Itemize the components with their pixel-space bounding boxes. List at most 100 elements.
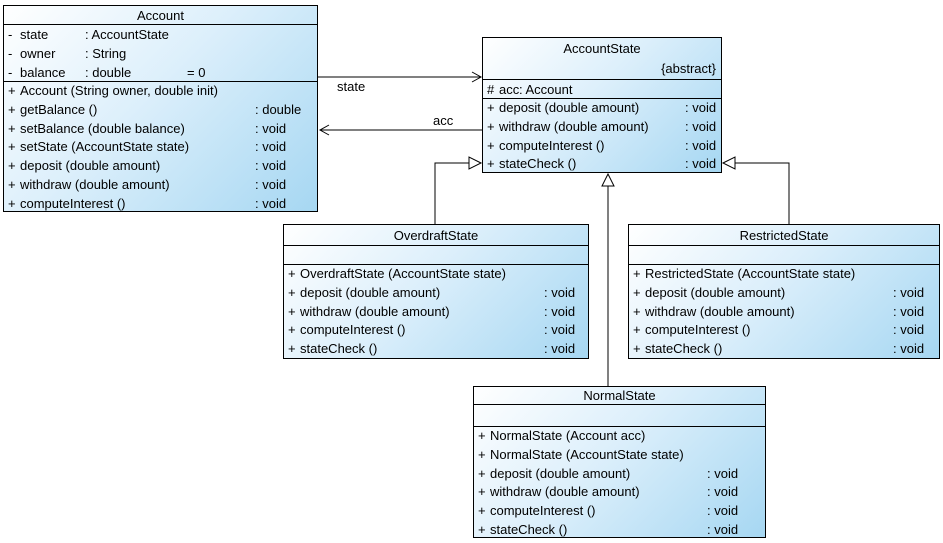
method-row: +stateCheck (): void [284,340,588,359]
attribute-name: balance [20,65,66,80]
method-row: +NormalState (AccountState state) [474,446,765,465]
method-row: +withdraw (double amount): void [629,303,939,322]
class-account-methods: +Account (String owner, double init) +ge… [4,82,317,213]
class-account-state[interactable]: AccountState {abstract} #acc: Account +d… [482,37,722,173]
attribute-default: = 0 [187,65,206,80]
association-label-acc[interactable]: acc [433,113,454,128]
class-account-attributes: -state: AccountState -owner: String -bal… [4,25,317,82]
class-restricted-state-title: RestrictedState [629,225,939,246]
method-row: +getBalance (): double [4,101,317,120]
visibility-marker: + [487,118,495,134]
class-normal-state-title: NormalState [474,387,765,405]
method-signature: getBalance () [20,101,98,117]
class-account[interactable]: Account -state: AccountState -owner: Str… [3,5,318,212]
method-row: +Account (String owner, double init) [4,82,317,101]
visibility-marker: + [478,503,486,518]
open-arrowhead-icon [471,71,483,83]
method-signature: computeInterest () [490,503,596,518]
method-row: +OverdraftState (AccountState state) [284,265,588,284]
class-account-state-title: AccountState {abstract} [483,38,721,80]
method-row: +deposit (double amount): void [629,284,939,303]
generalization-restricted-connector[interactable] [721,156,790,224]
method-row: +deposit (double amount): void [474,465,765,484]
association-label-state[interactable]: state [337,79,366,94]
method-signature: NormalState (Account acc) [490,428,646,443]
abstract-keyword: {abstract} [661,61,716,76]
method-row: +setState (AccountState state): void [4,138,317,157]
method-row: +setBalance (double balance): void [4,120,317,139]
method-row: +RestrictedState (AccountState state) [629,265,939,284]
attribute-name: acc [499,82,520,97]
method-signature: deposit (double amount) [300,284,441,300]
method-row: +deposit (double amount): void [483,99,721,118]
method-signature: RestrictedState (AccountState state) [645,266,856,281]
method-signature: computeInterest () [20,195,126,211]
method-row: +withdraw (double amount): void [4,176,317,195]
class-overdraft-state-attributes [284,246,588,265]
attribute-name: owner [20,46,56,61]
class-restricted-state[interactable]: RestrictedState +RestrictedState (Accoun… [628,224,940,359]
visibility-marker: + [8,158,16,173]
method-signature: stateCheck () [300,341,378,356]
visibility-marker: + [487,100,495,115]
method-signature: withdraw (double amount) [499,118,649,134]
class-restricted-state-attributes [629,246,939,265]
visibility-marker: - [8,27,13,42]
method-return-type: : void [255,195,287,211]
visibility-marker: + [288,303,296,319]
method-signature: deposit (double amount) [20,158,161,173]
method-signature: computeInterest () [300,322,406,338]
class-overdraft-state-title: OverdraftState [284,225,588,246]
method-return-type: : void [707,503,739,518]
method-row: +deposit (double amount): void [284,284,588,303]
class-restricted-state-methods: +RestrictedState (AccountState state) +d… [629,265,939,359]
visibility-marker: + [633,284,641,300]
attribute-name: state [20,27,49,42]
method-signature: withdraw (double amount) [490,484,640,500]
method-return-type: : void [685,100,717,115]
visibility-marker: + [478,446,486,462]
visibility-marker: - [8,65,13,80]
method-return-type: : void [707,521,739,537]
class-normal-state-attributes [474,405,765,427]
visibility-marker: + [478,484,486,500]
visibility-marker: + [8,195,16,211]
attribute-type: : String [85,46,127,61]
method-return-type: : void [685,118,717,134]
method-signature: withdraw (double amount) [645,303,795,319]
method-return-type: : void [893,322,925,338]
hollow-triangle-icon [601,172,615,187]
visibility-marker: + [8,120,16,136]
visibility-marker: + [8,139,16,155]
method-return-type: : void [893,284,925,300]
attribute-row: #acc: Account [483,80,721,98]
visibility-marker: + [633,303,641,319]
visibility-marker: + [288,266,296,281]
generalization-overdraft-connector[interactable] [434,156,483,224]
class-name: AccountState [563,41,641,56]
class-normal-state[interactable]: NormalState +NormalState (Account acc) +… [473,386,766,538]
method-return-type: : void [544,322,576,338]
association-acc-connector[interactable] [318,124,482,136]
method-row: + computeInterest () : void [474,502,765,521]
visibility-marker: - [8,46,13,61]
visibility-marker: + [633,322,641,338]
attribute-type: : AccountState [85,27,169,42]
visibility-marker: + [8,83,16,98]
visibility-marker: + [8,176,16,192]
method-return-type: : void [685,137,717,153]
method-signature: stateCheck () [490,521,568,537]
class-overdraft-state[interactable]: OverdraftState +OverdraftState (AccountS… [283,224,589,359]
association-state-connector[interactable] [318,71,483,83]
class-overdraft-state-methods: +OverdraftState (AccountState state) +de… [284,265,588,359]
class-normal-state-methods: +NormalState (Account acc) +NormalState … [474,427,765,540]
generalization-normal-connector[interactable] [601,172,615,386]
method-signature: computeInterest () [499,137,605,153]
method-return-type: : void [544,284,576,300]
method-row: +NormalState (Account acc) [474,427,765,446]
method-return-type: : void [255,120,287,136]
class-account-state-methods: +deposit (double amount): void +withdraw… [483,99,721,174]
method-signature: deposit (double amount) [490,465,631,481]
method-return-type: : double [255,101,302,117]
